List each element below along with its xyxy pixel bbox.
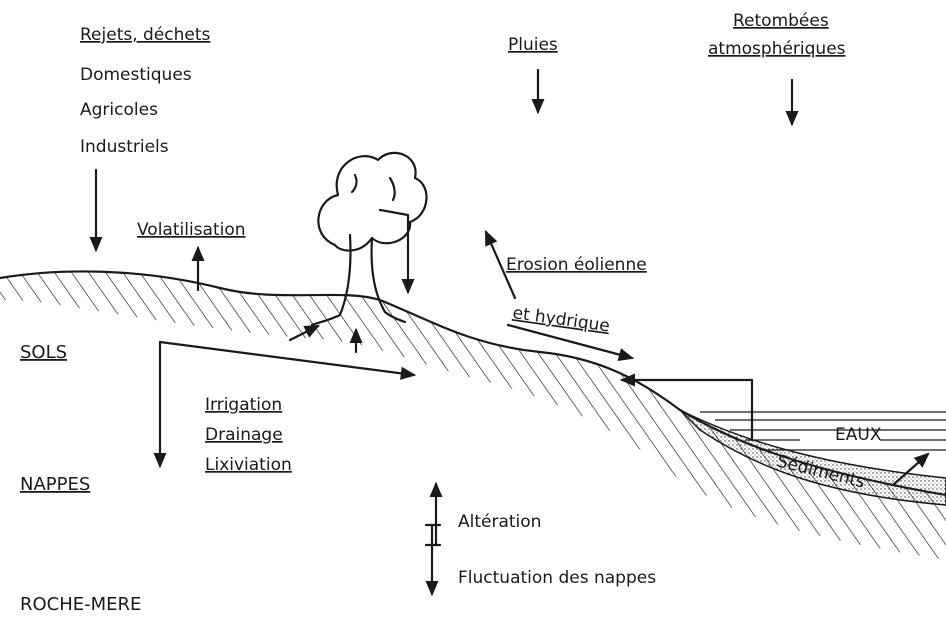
label-irrigation: Irrigation: [205, 395, 282, 415]
arrow-tree-down: [380, 210, 408, 292]
label-eaux: EAUX: [835, 425, 882, 445]
label-pluies: Pluies: [508, 35, 558, 55]
label-volatilisation: Volatilisation: [137, 220, 246, 240]
label-erosion-2: et hydrique: [511, 303, 611, 336]
zone-nappes: NAPPES: [20, 474, 90, 495]
label-retombees-1: Retombées: [733, 11, 829, 31]
label-alteration: Altération: [458, 512, 541, 532]
label-industriels: Industriels: [80, 137, 169, 157]
label-retombees-2: atmosphériques: [708, 39, 846, 59]
label-agricoles: Agricoles: [80, 100, 158, 120]
zone-roche-mere: ROCHE-MERE: [20, 594, 141, 615]
label-rejets: Rejets, déchets: [80, 25, 211, 45]
label-drainage: Drainage: [205, 425, 283, 445]
label-erosion-1: Erosion éolienne: [506, 255, 647, 275]
label-domestiques: Domestiques: [80, 65, 192, 85]
zone-sols: SOLS: [20, 342, 67, 363]
label-fluctuation: Fluctuation des nappes: [458, 568, 656, 588]
label-lixiviation: Lixiviation: [205, 455, 292, 475]
